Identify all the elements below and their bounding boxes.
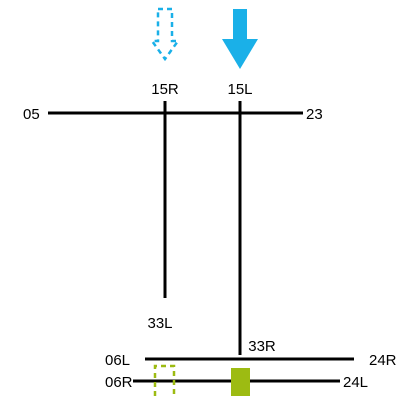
- active-block-icon: [231, 368, 250, 396]
- runway-label-24l: 24L: [343, 374, 368, 391]
- runway-label-05: 05: [23, 106, 40, 123]
- runway-label-33r: 33R: [248, 338, 276, 355]
- runway-label-15l: 15L: [227, 81, 252, 98]
- runway-label-15r: 15R: [151, 81, 179, 98]
- runway-label-33l: 33L: [147, 315, 172, 332]
- runway-label-24r: 24R: [369, 352, 397, 369]
- active-arrow-icon: [222, 9, 258, 69]
- runway-label-23: 23: [306, 106, 323, 123]
- inactive-arrow-icon: [149, 7, 181, 62]
- inactive-block-icon: [153, 364, 176, 396]
- runway-label-06r: 06R: [105, 374, 133, 391]
- runway-label-06l: 06L: [105, 352, 130, 369]
